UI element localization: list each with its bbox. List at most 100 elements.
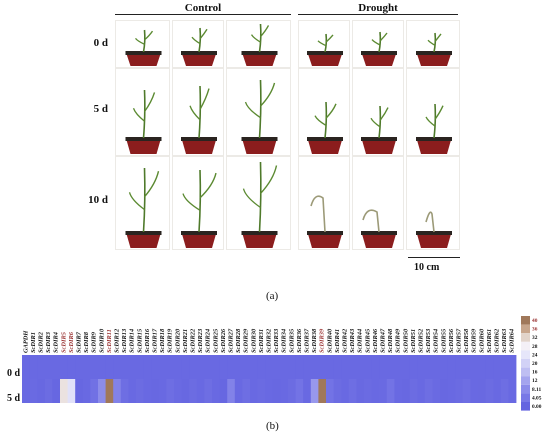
plant-photo-drought-1-10d <box>298 156 350 250</box>
heatmap-cell <box>288 355 296 379</box>
heatmap-cell <box>462 355 471 379</box>
gene-label: ScDIR13 <box>121 328 128 353</box>
heatmap-cell <box>402 355 410 379</box>
heatmap-cell <box>500 379 509 403</box>
heatmap-cell <box>310 379 319 403</box>
gene-label: ScDIR35 <box>288 328 295 353</box>
legend-swatch <box>521 350 530 359</box>
heatmap-cell <box>265 379 274 403</box>
heatmap-cell <box>409 355 418 379</box>
heatmap-cell <box>432 379 441 403</box>
heatmap-cell <box>67 379 76 403</box>
heatmap-cell <box>295 379 304 403</box>
gene-label: ScDIR51 <box>410 329 417 353</box>
legend-tick-label: 4.05 <box>532 395 542 401</box>
heatmap-row-label-5d: 5 d <box>6 393 20 404</box>
gene-label: ScDIR5 <box>60 331 67 353</box>
gene-label: ScDIR56 <box>448 328 455 353</box>
gene-label: ScDIR15 <box>136 328 143 353</box>
heatmap-cell <box>189 355 198 379</box>
heatmap-cell <box>37 355 46 379</box>
heatmap-cell <box>234 379 243 403</box>
heatmap-cell <box>82 355 91 379</box>
heatmap-cell <box>364 355 372 379</box>
heatmap-cell <box>303 379 312 403</box>
gene-label: ScDIR44 <box>357 329 364 353</box>
heatmap-cell <box>326 379 334 403</box>
heatmap-cell <box>485 379 494 403</box>
heatmap-cell <box>371 379 380 403</box>
heatmap-cell <box>455 355 464 379</box>
legend-tick-label: 16 <box>532 370 538 376</box>
gene-label: ScDIR27 <box>228 328 235 353</box>
legend-swatch <box>521 359 530 368</box>
heatmap-cell <box>424 355 433 379</box>
gene-label: ScDIR18 <box>159 328 166 353</box>
heatmap-cell <box>493 379 502 403</box>
heatmap-cell <box>409 379 418 403</box>
heatmap-cell <box>219 379 228 403</box>
heatmap-cell <box>196 379 205 403</box>
heatmap-cell <box>303 355 312 379</box>
heatmap-cell <box>470 379 479 403</box>
heatmap-cell <box>447 379 456 403</box>
heatmap-cell <box>379 379 388 403</box>
gene-label: ScDIR62 <box>494 328 501 353</box>
plant-photo-control-3-5d <box>226 68 291 156</box>
legend-tick-label: 32 <box>532 335 538 341</box>
gene-label: ScDIR33 <box>273 328 280 353</box>
gene-label: ScDIR20 <box>174 328 181 353</box>
heatmap-cell <box>257 355 266 379</box>
heatmap-cell <box>37 379 46 403</box>
legend-swatch <box>521 341 530 351</box>
heatmap-cell <box>29 355 38 379</box>
heatmap-cell <box>120 379 129 403</box>
heatmap-cell <box>242 355 251 379</box>
heatmap-cell <box>22 355 30 379</box>
heatmap-cell <box>67 355 76 379</box>
gene-label: ScDIR8 <box>83 331 90 353</box>
heatmap-cell <box>341 355 350 379</box>
heatmap-cell <box>485 355 494 379</box>
gene-label: ScDIR41 <box>334 329 341 353</box>
heatmap-cell <box>356 379 365 403</box>
gene-label: ScDIR16 <box>144 328 151 353</box>
plant-photo-control-2-0d <box>172 20 224 68</box>
heatmap-cell <box>158 355 167 379</box>
legend-swatch <box>521 384 530 394</box>
heatmap-cell <box>478 355 486 379</box>
heatmap-cell <box>242 379 251 403</box>
row-label-5d: 5 d <box>93 103 108 115</box>
heatmap-cell <box>447 355 456 379</box>
heatmap-cell <box>478 379 486 403</box>
heatmap-cell <box>113 355 122 379</box>
heatmap-cell <box>326 355 334 379</box>
heatmap-cell <box>394 355 403 379</box>
heatmap-cell <box>105 379 114 403</box>
gene-label: ScDIR49 <box>395 328 402 353</box>
legend-tick-label: 24 <box>532 352 538 358</box>
gene-label: ScDIR52 <box>418 328 425 353</box>
heatmap-cell <box>151 379 160 403</box>
heatmap-cell <box>143 379 152 403</box>
plant-photo-control-3-0d <box>226 20 291 68</box>
heatmap-cell <box>151 355 160 379</box>
gene-label: ScDIR21 <box>182 329 189 353</box>
legend-tick-label: 8.11 <box>532 387 541 393</box>
heatmap-cell <box>250 379 258 403</box>
legend-swatch <box>521 333 530 342</box>
heatmap-cell <box>356 355 365 379</box>
plant-photo-control-1-0d <box>115 20 170 68</box>
heatmap-cell <box>166 379 175 403</box>
legend-swatch <box>521 324 530 334</box>
gene-label: ScDIR7 <box>76 331 83 353</box>
group-title-drought: Drought <box>358 2 398 14</box>
heatmap-cell <box>500 355 509 379</box>
plant-photo-drought-3-5d <box>406 68 460 156</box>
plant-photo-drought-1-0d <box>298 20 350 68</box>
gene-label: ScDIR40 <box>326 328 333 353</box>
heatmap-cell <box>181 379 190 403</box>
panel-label-a: (a) <box>266 290 279 302</box>
heatmap-cell <box>379 355 388 379</box>
gene-label: ScDIR22 <box>190 328 197 353</box>
